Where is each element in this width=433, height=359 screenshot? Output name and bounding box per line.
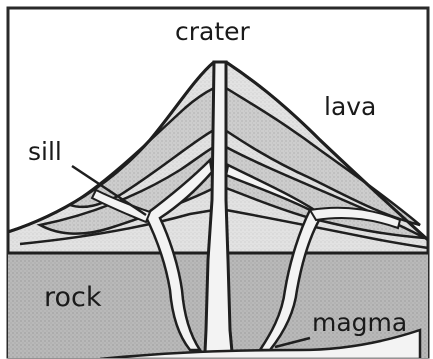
label-rock: rock <box>44 282 102 313</box>
label-crater: crater <box>175 17 251 46</box>
label-sill: sill <box>28 137 62 166</box>
label-magma: magma <box>312 308 407 337</box>
label-lava: lava <box>324 92 376 121</box>
